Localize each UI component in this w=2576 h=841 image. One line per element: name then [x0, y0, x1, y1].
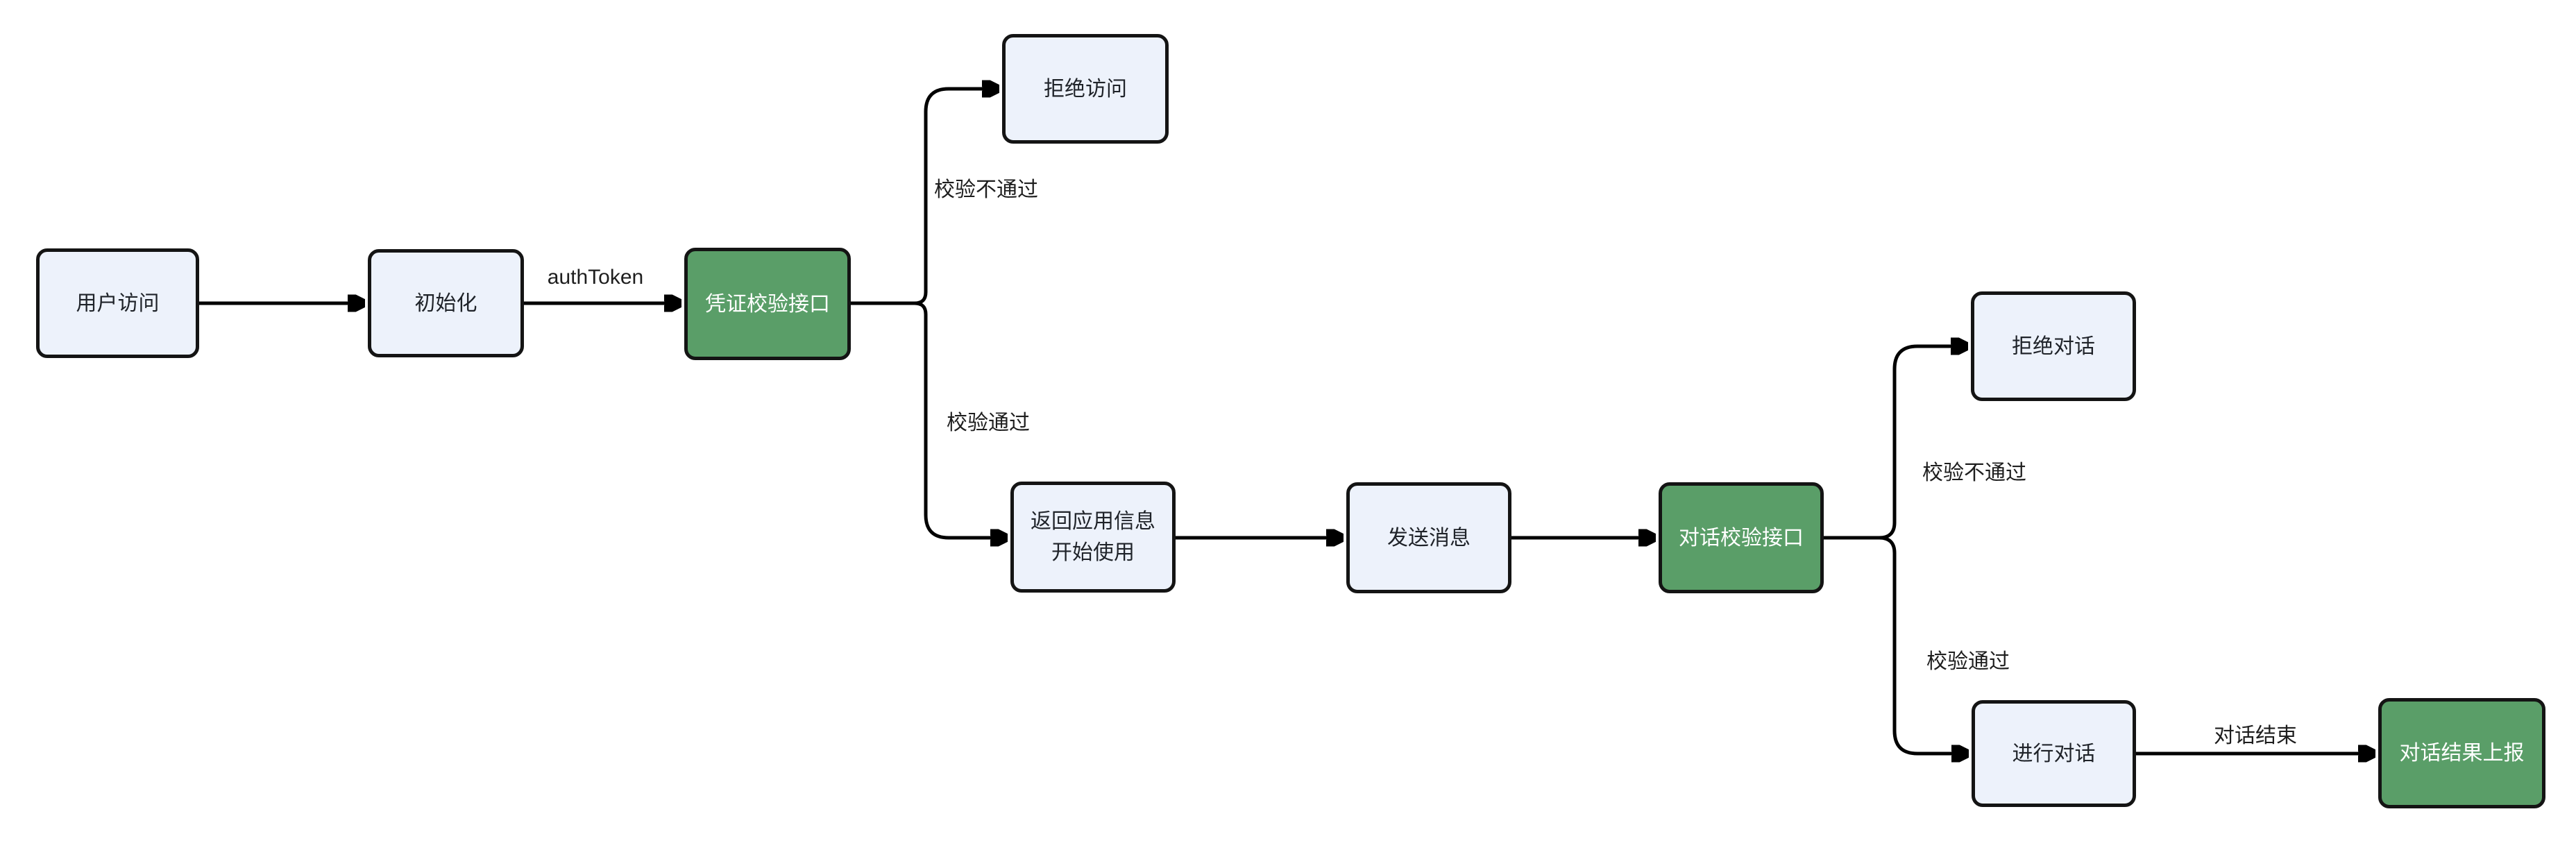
node-deny-access: 拒绝访问: [1002, 34, 1169, 144]
node-init: 初始化: [368, 249, 524, 357]
edge-label-auth-token: authToken: [544, 266, 647, 289]
edge-label-dialog-end: 对话结束: [2211, 718, 2300, 749]
edge-label-check-fail-2: 校验不通过: [1920, 455, 2029, 486]
edge-label-check-pass-2: 校验通过: [1924, 644, 2012, 674]
edge-credential-check-to-return-app-info: [851, 301, 1006, 538]
node-user-access: 用户访问: [36, 248, 199, 358]
node-return-app-info: 返回应用信息 开始使用: [1010, 482, 1176, 593]
node-conduct-dialog: 进行对话: [1972, 700, 2136, 807]
edge-label-check-fail-1: 校验不通过: [931, 172, 1041, 203]
edge-dialog-check-to-conduct-dialog: [1824, 536, 1967, 754]
node-credential-check-api: 凭证校验接口: [684, 248, 851, 360]
node-deny-dialog: 拒绝对话: [1971, 291, 2136, 401]
edge-label-check-pass-1: 校验通过: [944, 405, 1033, 436]
node-send-message: 发送消息: [1346, 482, 1511, 593]
node-dialog-check-api: 对话校验接口: [1659, 482, 1824, 593]
node-dialog-result-report: 对话结果上报: [2378, 698, 2545, 808]
edge-dialog-check-to-deny-dialog: [1824, 346, 1967, 540]
